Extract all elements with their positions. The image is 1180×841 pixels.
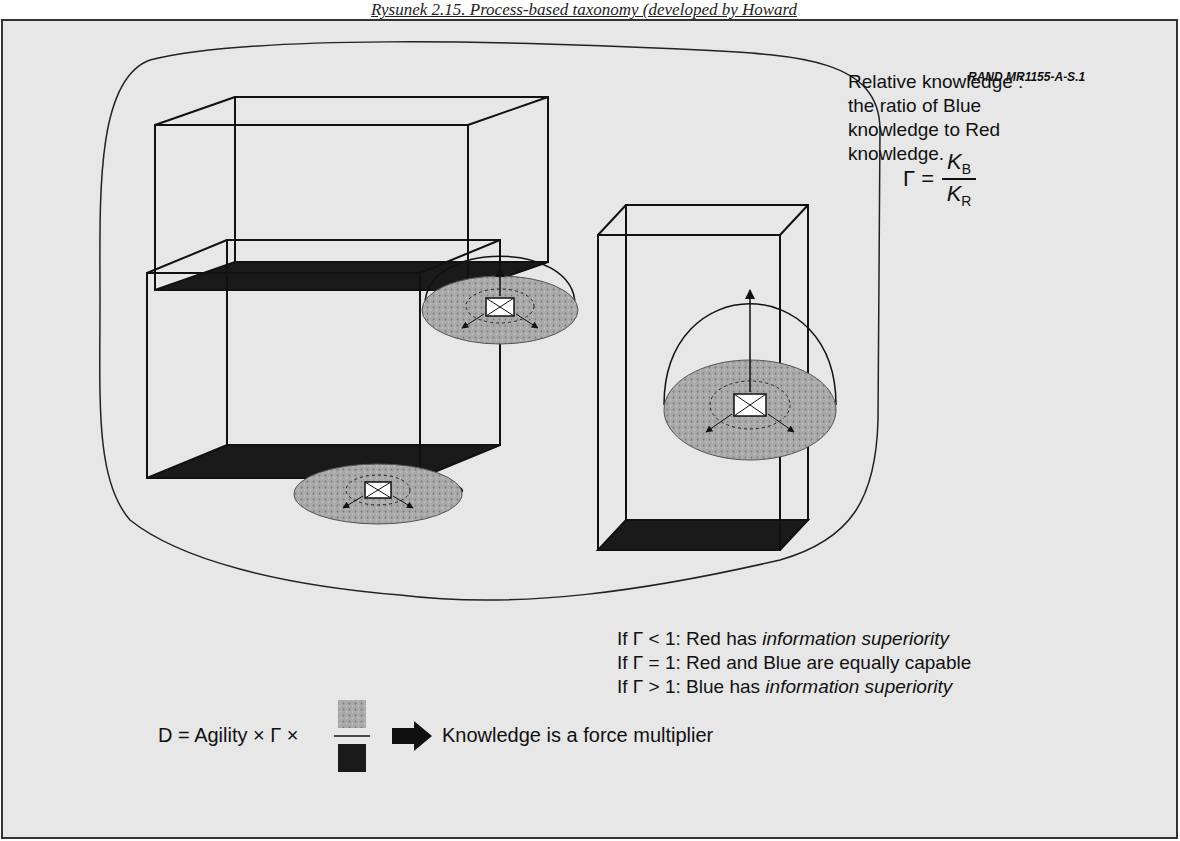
emphasis-text: information superiority <box>765 676 952 697</box>
side-subscript: B <box>962 161 971 177</box>
fraction-bar <box>942 178 976 180</box>
formula-lhs: Γ = <box>903 166 934 192</box>
box-two <box>147 240 500 478</box>
fraction: KBKR <box>942 150 976 208</box>
knowledge-disc <box>294 464 462 524</box>
knowledge-symbol: K <box>947 181 962 206</box>
knowledge-disc <box>422 256 578 344</box>
knowledge-disc <box>664 290 836 460</box>
fraction-term: KR <box>947 182 972 208</box>
condition-text: If Γ > 1: Blue has <box>617 676 760 697</box>
conclusion-text: Knowledge is a force multiplier <box>442 722 713 748</box>
block-arrow <box>392 721 432 751</box>
floor-swatch <box>338 744 366 772</box>
fraction-term: KB <box>947 150 971 176</box>
definition-note: Relative knowledge : the ratio of Blue k… <box>848 70 1038 166</box>
box-one <box>155 97 548 290</box>
condition-text: If Γ = 1: Red and Blue are equally capab… <box>617 652 971 673</box>
condition-line: If Γ > 1: Blue hasinformation superiorit… <box>617 675 952 698</box>
disc-swatch <box>338 700 366 728</box>
side-subscript: R <box>961 193 971 209</box>
condition-line: If Γ = 1: Red and Blue are equally capab… <box>617 651 971 674</box>
figure-frame <box>2 20 1177 838</box>
formula-text: D = Agility × Γ × <box>158 722 299 748</box>
condition-text: If Γ < 1: Red has <box>617 628 757 649</box>
ratio-formula: Γ =KBKR <box>903 150 976 208</box>
knowledge-symbol: K <box>947 149 962 174</box>
condition-line: If Γ < 1: Red hasinformation superiority <box>617 627 949 650</box>
domain-outline <box>100 42 880 600</box>
figure-title: Rysunek 2.15. Process-based taxonomy (de… <box>0 0 1174 19</box>
fraction-bar <box>334 735 370 737</box>
emphasis-text: information superiority <box>762 628 949 649</box>
